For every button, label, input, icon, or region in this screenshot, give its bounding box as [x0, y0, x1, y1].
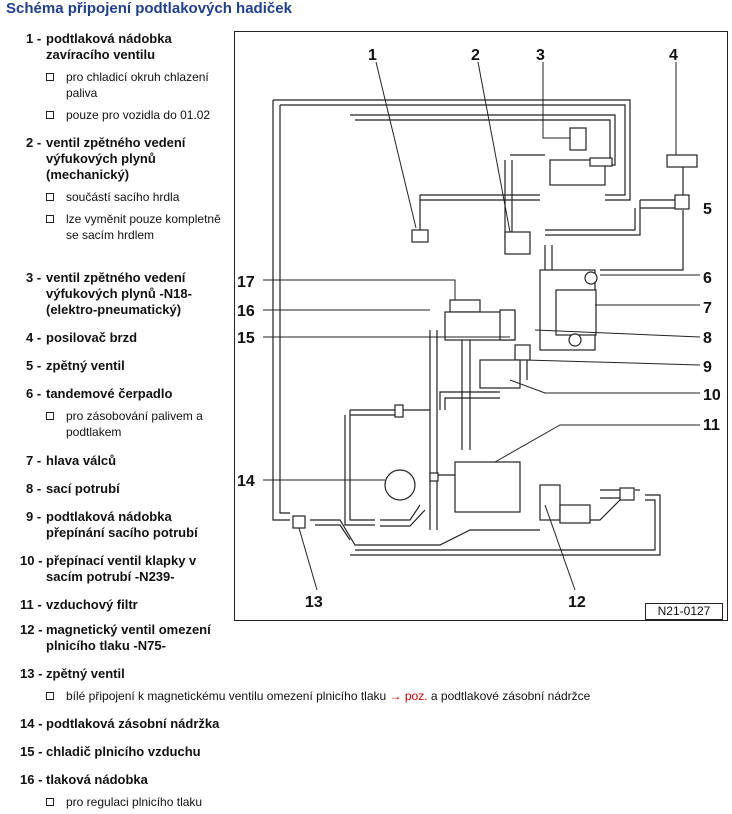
legend-label: podtlaková nádobka zavíracího ventilu	[46, 31, 172, 62]
callout-2: 2	[471, 47, 480, 64]
callout-14: 14	[237, 473, 255, 490]
legend-subitem-text: pouze pro vozidla do 01.02	[66, 108, 211, 122]
callout-4: 4	[669, 47, 678, 64]
legend-label: tlaková nádobka	[46, 772, 148, 787]
legend-number: 8 -	[26, 481, 42, 496]
bullet-box-icon	[46, 215, 54, 223]
legend-number: 1 -	[26, 31, 42, 46]
callout-3: 3	[536, 47, 545, 64]
legend-label: vzduchový filtr	[46, 597, 138, 612]
diagram-reference-tag: N21-0127	[645, 603, 723, 620]
legend-number: 6 -	[26, 386, 42, 401]
legend-subitem-text: lze vyměnit pouze kompletně se sacím hrd…	[66, 212, 221, 242]
legend-subitem-text: součástí sacího hrdla	[66, 190, 180, 204]
position-link[interactable]: → poz.	[389, 689, 428, 703]
legend-label: posilovač brzd	[46, 330, 138, 345]
legend-subitem-text: pro chladicí okruh chlazení paliva	[66, 70, 209, 100]
callout-12: 12	[568, 594, 586, 611]
callout-16: 16	[237, 303, 255, 320]
legend-number: 10 -	[20, 553, 43, 568]
legend-label: magnetický ventil omezení plnicího tlaku…	[46, 622, 211, 653]
legend-label: chladič plnicího vzduchu	[46, 744, 201, 759]
legend-number: 3 -	[26, 270, 42, 285]
legend-number: 5 -	[26, 358, 42, 373]
bullet-box-icon	[46, 412, 54, 420]
legend-number: 15 -	[20, 744, 43, 759]
legend-subitem-text: pro zásobování palivem a podtlakem	[66, 409, 203, 439]
bullet-box-icon	[46, 111, 54, 119]
page-title: Schéma připojení podtlakových hadiček	[6, 0, 292, 17]
note-text-before: bílé připojení k magnetickému ventilu om…	[66, 689, 387, 703]
callout-17: 17	[237, 274, 255, 291]
legend-number: 16 -	[20, 772, 43, 787]
bullet-box-icon	[46, 193, 54, 201]
callout-11: 11	[703, 417, 720, 434]
diagram-frame	[234, 31, 728, 621]
bullet-box-icon	[46, 692, 54, 700]
callout-10: 10	[703, 387, 721, 404]
callout-6: 6	[703, 270, 712, 287]
legend-label: přepínací ventil klapky v sacím potrubí …	[46, 553, 197, 584]
legend-label: tandemové čerpadlo	[46, 386, 173, 401]
legend-number: 14 -	[20, 716, 43, 731]
legend-number: 4 -	[26, 330, 42, 345]
legend-number: 2 -	[26, 135, 42, 150]
bullet-box-icon	[46, 798, 54, 806]
legend-label: ventil zpětného vedení výfukových plynů …	[46, 135, 186, 182]
legend-number: 9 -	[26, 509, 42, 524]
callout-15: 15	[237, 330, 255, 347]
legend-label: sací potrubí	[46, 481, 120, 496]
callout-7: 7	[703, 300, 712, 317]
legend-number: 11 -	[20, 597, 42, 612]
callout-1: 1	[368, 47, 377, 64]
note-text-after: a podtlakové zásobní nádržce	[430, 689, 591, 703]
legend-subitem-text: pro regulaci plnicího tlaku	[66, 795, 203, 809]
callout-9: 9	[703, 359, 712, 376]
callout-13: 13	[305, 594, 323, 611]
legend-subitem-text: bílé připojení k magnetickému ventilu om…	[66, 688, 590, 704]
callout-8: 8	[703, 330, 712, 347]
legend-number: 12 -	[20, 622, 43, 637]
legend-label: zpětný ventil	[46, 666, 125, 681]
legend-label: zpětný ventil	[46, 358, 125, 373]
legend-label: ventil zpětného vedení výfukových plynů …	[46, 270, 192, 317]
legend-number: 13 -	[20, 666, 43, 681]
legend-label: podtlaková zásobní nádržka	[46, 716, 220, 731]
callout-5: 5	[703, 201, 712, 218]
bullet-box-icon	[46, 73, 54, 81]
legend-number: 7 -	[26, 453, 42, 468]
legend-label: podtlaková nádobka přepínání sacího potr…	[46, 509, 198, 540]
legend-label: hlava válců	[46, 453, 117, 468]
